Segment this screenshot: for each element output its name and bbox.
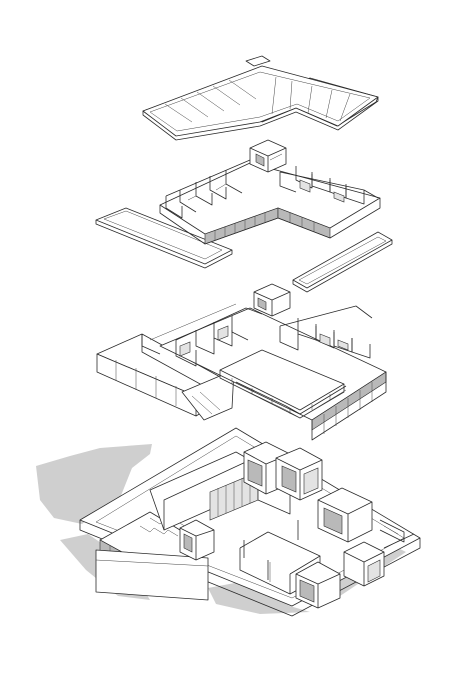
- middle-floor-level: [96, 283, 387, 441]
- roof-level: [142, 55, 379, 141]
- upper-floor-level: [95, 139, 393, 293]
- ground-floor-level: [36, 427, 421, 617]
